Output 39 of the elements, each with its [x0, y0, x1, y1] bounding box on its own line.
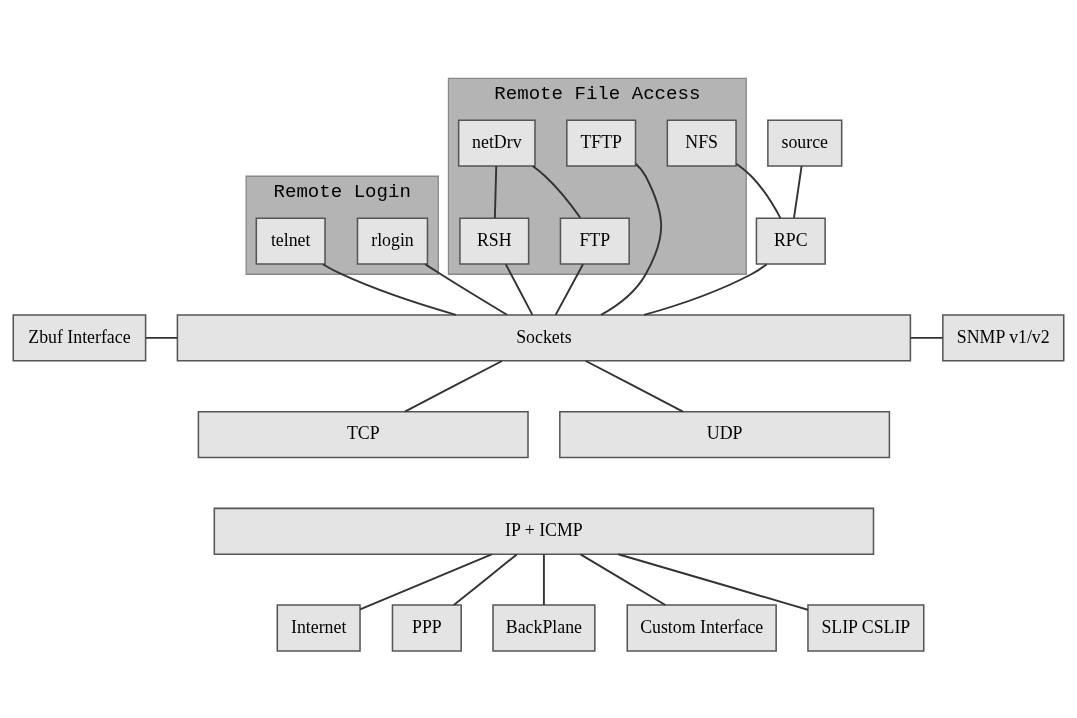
connector: [542, 552, 545, 606]
node-box: FTP: [559, 217, 630, 265]
node-box: netDrv: [457, 119, 536, 167]
connector: [600, 162, 663, 316]
node-box: rlogin: [356, 217, 429, 265]
connector: [579, 552, 667, 606]
node-box: Custom Interface: [626, 603, 777, 652]
connector: [554, 262, 584, 316]
node-box: Internet: [276, 603, 361, 652]
node-box: SLIP CSLIP: [807, 603, 925, 652]
connector: [909, 336, 944, 339]
connector: [643, 262, 768, 316]
node-box: source: [767, 119, 843, 167]
node-box: RPC: [755, 217, 826, 265]
node-box: TFTP: [566, 119, 637, 167]
node-box: BackPlane: [492, 603, 596, 652]
connector: [617, 552, 809, 611]
node-box: SNMP v1/v2: [942, 313, 1065, 362]
connector: [144, 336, 179, 339]
connector: [531, 164, 582, 219]
node-box: Zbuf Interface: [12, 313, 147, 362]
connector: [424, 262, 508, 316]
node-box: telnet: [255, 217, 326, 265]
connector: [793, 164, 803, 219]
connector: [452, 552, 518, 606]
connector: [504, 262, 534, 316]
node-box: NFS: [666, 119, 737, 167]
connector: [403, 359, 503, 413]
connector: [321, 262, 457, 316]
connector: [359, 552, 493, 610]
node-box: PPP: [391, 603, 462, 652]
node-box: Sockets: [176, 313, 912, 362]
node-box: TCP: [197, 410, 529, 458]
connector: [493, 164, 498, 219]
node-box: UDP: [559, 410, 891, 458]
connector: [735, 162, 782, 219]
node-box: IP + ICMP: [213, 507, 875, 555]
node-box: RSH: [459, 217, 530, 265]
connector: [584, 359, 684, 413]
